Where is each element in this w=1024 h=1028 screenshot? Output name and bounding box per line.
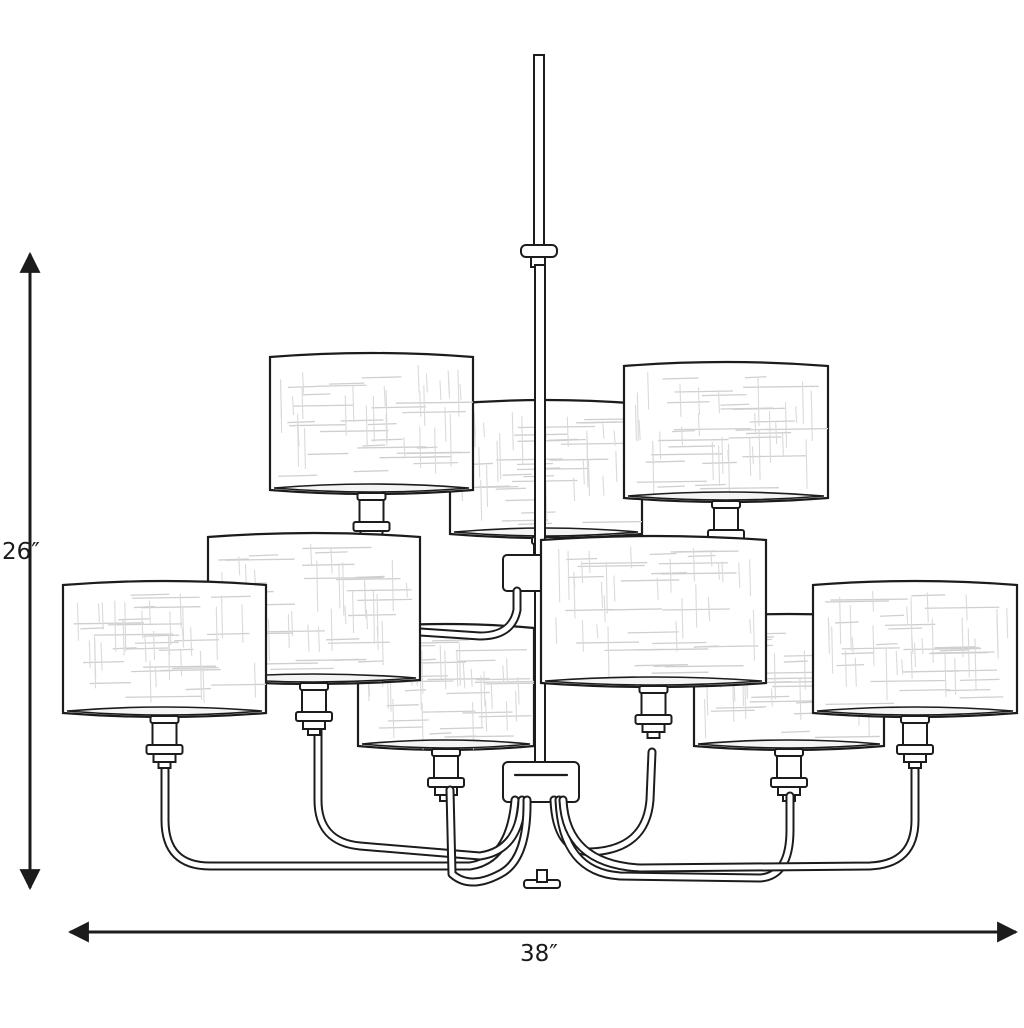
arm-center-left [445,785,532,887]
rod-collar [520,244,558,258]
width-dimension-label: 38″ [520,941,558,967]
arm-far-left [160,765,520,871]
height-dimension-label: 26″ [2,539,40,565]
shade-top-right [622,360,830,554]
shade-far-right [811,579,1019,769]
lower-hub [502,761,580,803]
center-stem [502,54,580,889]
arm-right [554,791,795,883]
shade-middle-right [539,534,768,739]
rod-lower [534,264,546,766]
arm-far-right [558,765,920,873]
arm-upper-left-curl [415,586,522,641]
shade-top-left [268,351,475,546]
arms [160,586,920,887]
arm-left [313,725,527,861]
shade-far-left [61,579,268,769]
rod-upper [533,54,545,256]
front-shades [61,351,1019,769]
finial-neck [536,869,548,883]
